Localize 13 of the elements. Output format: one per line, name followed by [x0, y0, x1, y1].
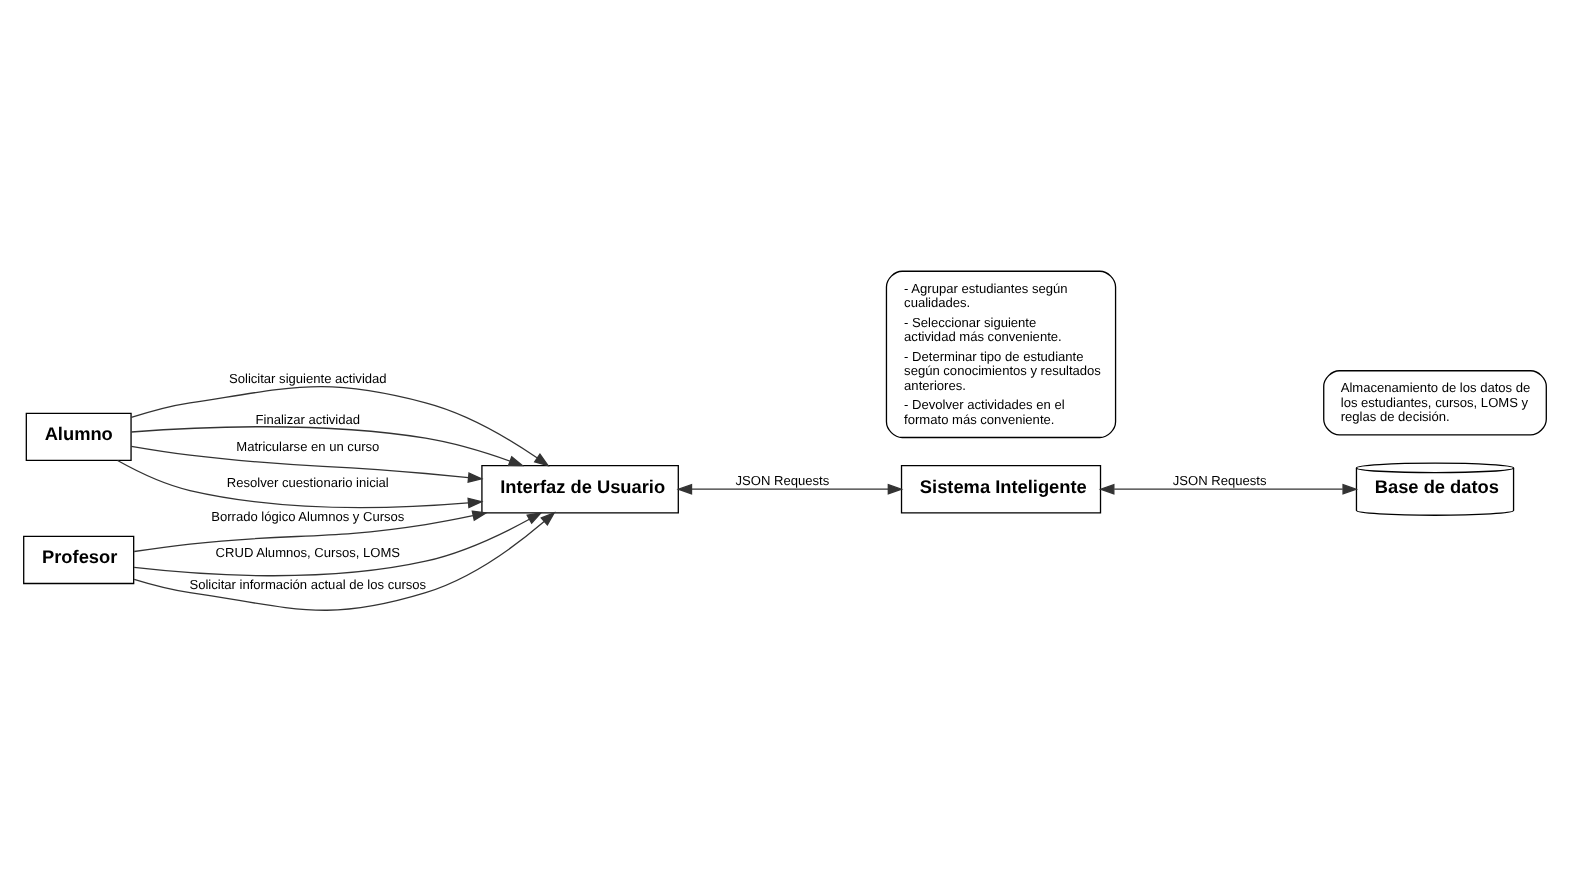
node-box: Profesor: [23, 535, 135, 585]
node-box: Sistema Inteligente: [900, 465, 1102, 514]
arrow: [133, 511, 543, 577]
arrow: [133, 510, 488, 553]
arrow: [133, 511, 556, 611]
node-box: Interfaz de Usuario: [481, 465, 679, 514]
arrow: [130, 426, 525, 467]
arrow: [1098, 483, 1359, 495]
arrow: [676, 483, 904, 495]
arrow: [130, 445, 484, 483]
arrow: [130, 386, 550, 467]
arrow: [116, 459, 484, 509]
node-box: Alumno: [25, 412, 132, 462]
